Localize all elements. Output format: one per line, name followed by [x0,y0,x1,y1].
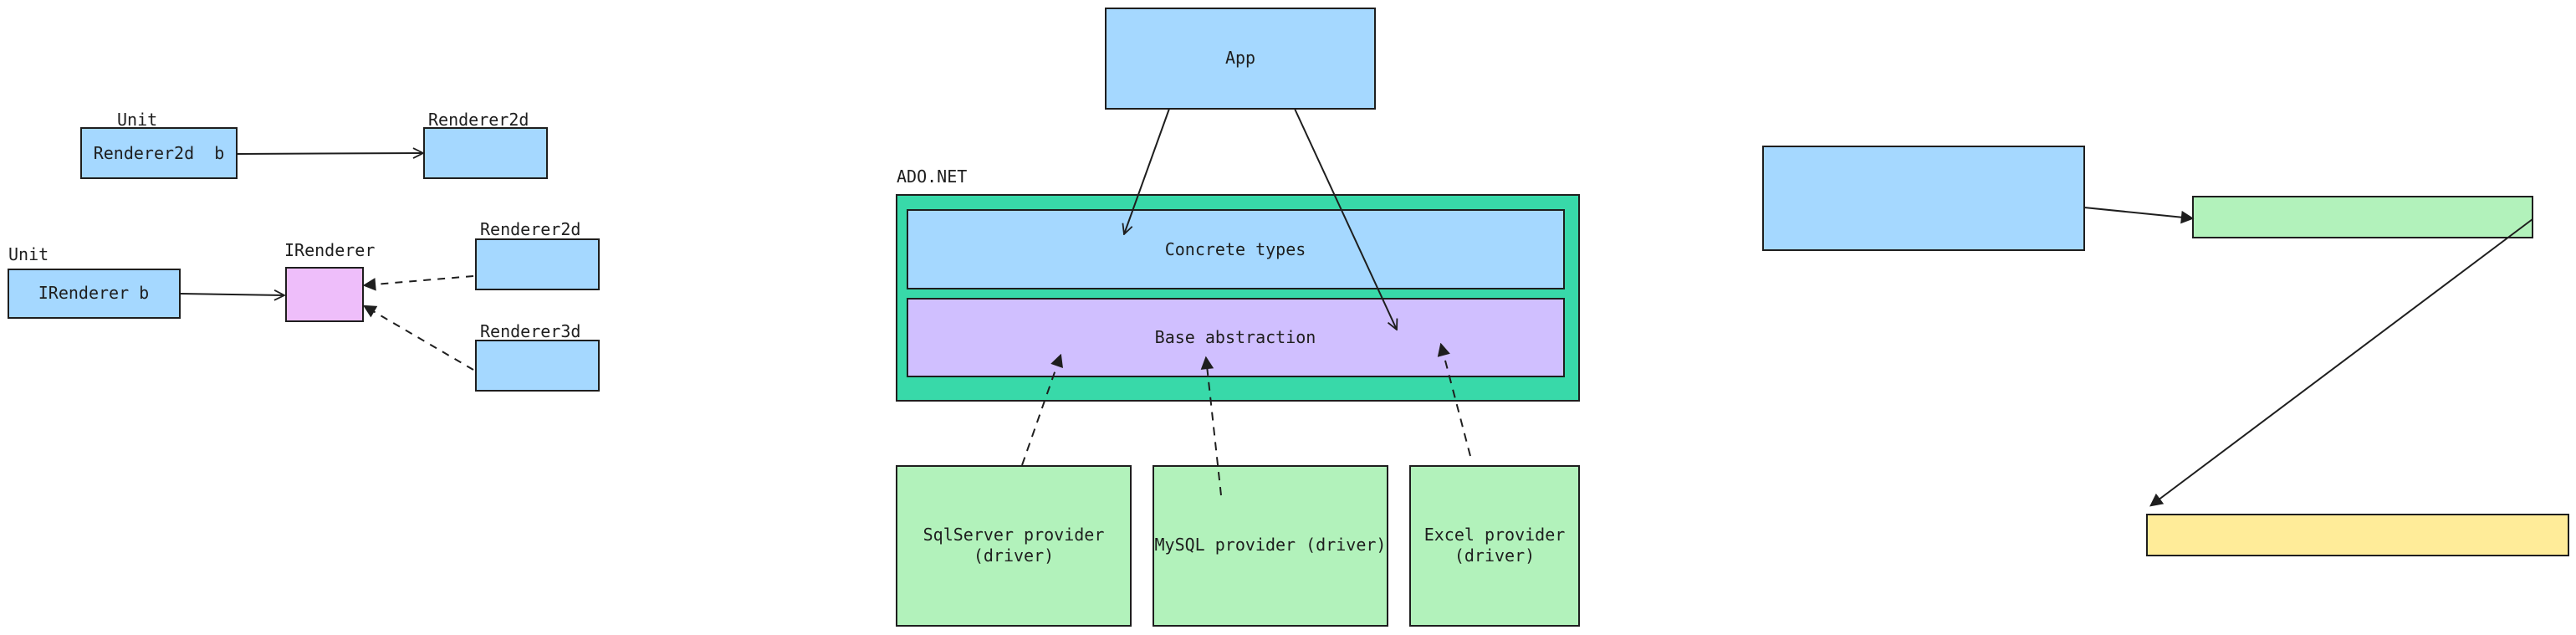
mysql-to-base-arrow [1206,358,1222,496]
sqlserver-provider-line2: (driver) [974,545,1054,566]
renderer2d-label-top: Renderer2d [428,110,529,130]
irenderer-b-box[interactable] [8,269,181,319]
renderer2d-label-bottom: Renderer2d [480,219,580,239]
right-green-box[interactable] [2192,196,2533,238]
middle-diagram: App ADO.NET Concrete types Base abstract… [896,8,1580,627]
excel-provider-line1: Excel provider [1424,525,1566,545]
right-diagram [1762,146,2569,556]
renderer2d-b-box[interactable] [80,127,238,179]
right-yellow-box[interactable] [2146,514,2569,556]
unit-label-top: Unit [117,110,157,130]
excel-provider-line2: (driver) [1454,545,1535,566]
base-abstraction-box[interactable] [907,298,1565,377]
app-text: App [1225,48,1255,68]
mysql-provider-box[interactable] [1153,465,1388,627]
blue-to-green-arrow [2083,207,2192,218]
app-to-concrete-arrow [1124,108,1170,234]
concrete-types-box[interactable] [907,209,1565,289]
renderer2d-box-bottom[interactable] [475,238,600,290]
sqlserver-to-base-arrow [1021,356,1061,466]
excel-provider-box[interactable] [1409,465,1580,627]
ado-net-label: ADO.NET [897,166,967,187]
app-to-base-arrow [1294,108,1397,330]
irenderer-b-text: IRenderer b [38,283,149,303]
unit-label-bottom: Unit [8,244,49,264]
irenderer-label: IRenderer [284,240,375,260]
sqlserver-provider-box[interactable] [896,465,1132,627]
renderer3d-implements-arrow [365,306,474,371]
sqlserver-provider-line1: SqlServer provider [923,525,1105,545]
base-abstraction-text: Base abstraction [1155,327,1316,347]
renderer3d-label: Renderer3d [480,321,580,341]
renderer2d-implements-arrow [365,275,474,285]
left-diagram: Unit Renderer2d b Renderer2d Unit IRende… [8,110,600,392]
right-blue-box[interactable] [1762,146,2085,251]
unit-to-renderer2d-arrow [236,153,423,154]
renderer3d-box[interactable] [475,340,600,392]
concrete-types-text: Concrete types [1165,239,1306,259]
excel-to-base-arrow [1441,345,1471,457]
mysql-provider-line1: MySQL provider (driver) [1155,535,1387,555]
green-to-yellow-arrow [2151,218,2533,505]
renderer2d-b-text: Renderer2d b [94,143,225,163]
renderer2d-box-top[interactable] [423,127,548,179]
unit-to-irenderer-arrow [180,294,284,295]
app-box[interactable] [1105,8,1376,110]
irenderer-box[interactable] [285,267,364,322]
